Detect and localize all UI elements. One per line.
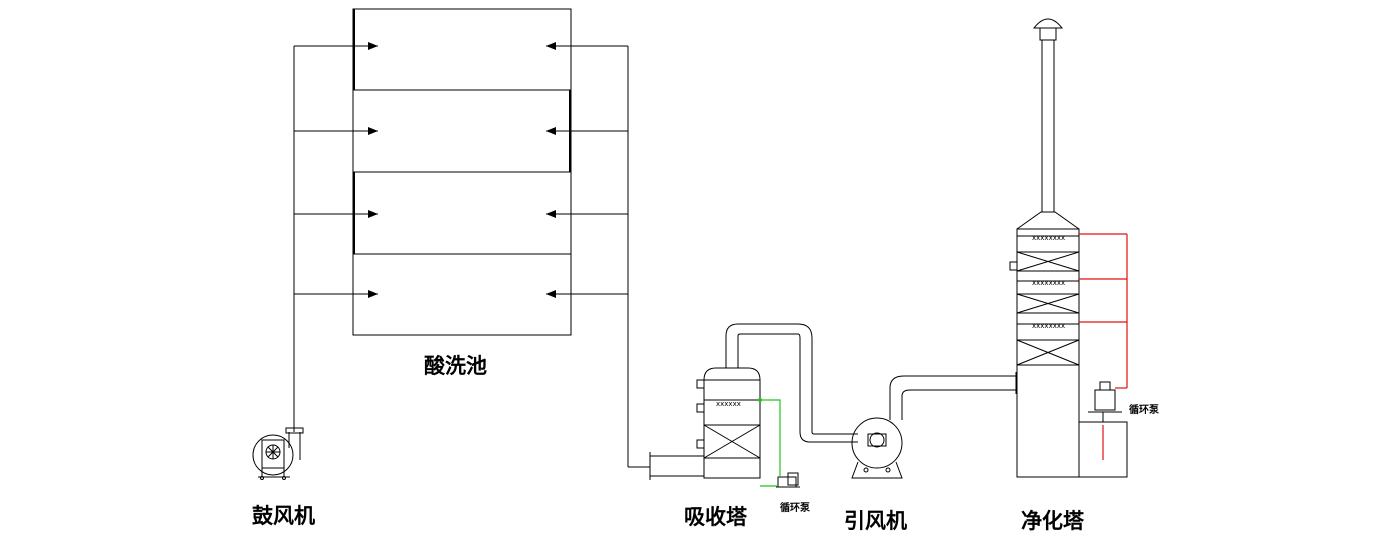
absorption-circulation-line bbox=[757, 397, 781, 487]
absorption-pump-label: 循环泵 bbox=[780, 503, 810, 514]
blower-label: 鼓风机 bbox=[252, 504, 315, 528]
svg-text:xxxxxxxx: xxxxxxxx bbox=[1032, 322, 1065, 330]
purification-tower: xxxxxxxx xxxxxxxx xxxxxxxx bbox=[1009, 18, 1128, 478]
svg-text:xxxxxxxx: xxxxxxxx bbox=[1032, 234, 1065, 242]
acid-wash-tank bbox=[352, 8, 572, 336]
blower bbox=[252, 427, 304, 480]
induced-fan-label: 引风机 bbox=[844, 509, 907, 533]
exhaust-manifold bbox=[546, 42, 650, 468]
svg-text:xxxxxxxx: xxxxxxxx bbox=[1032, 279, 1065, 287]
purification-pump-label: 循环泵 bbox=[1129, 405, 1159, 416]
absorption-tower: xxxxxx bbox=[649, 323, 858, 480]
absorption-circulation-pump bbox=[776, 472, 800, 488]
induced-draft-fan bbox=[851, 375, 1016, 479]
svg-text:xxxxxx: xxxxxx bbox=[716, 400, 741, 408]
acid-wash-tank-label: 酸洗池 bbox=[424, 354, 487, 378]
blower-supply-manifold bbox=[293, 42, 378, 432]
absorption-tower-label: 吸收塔 bbox=[684, 505, 747, 529]
purification-circulation-lines bbox=[1079, 233, 1128, 460]
purification-tower-label: 净化塔 bbox=[1021, 509, 1084, 533]
